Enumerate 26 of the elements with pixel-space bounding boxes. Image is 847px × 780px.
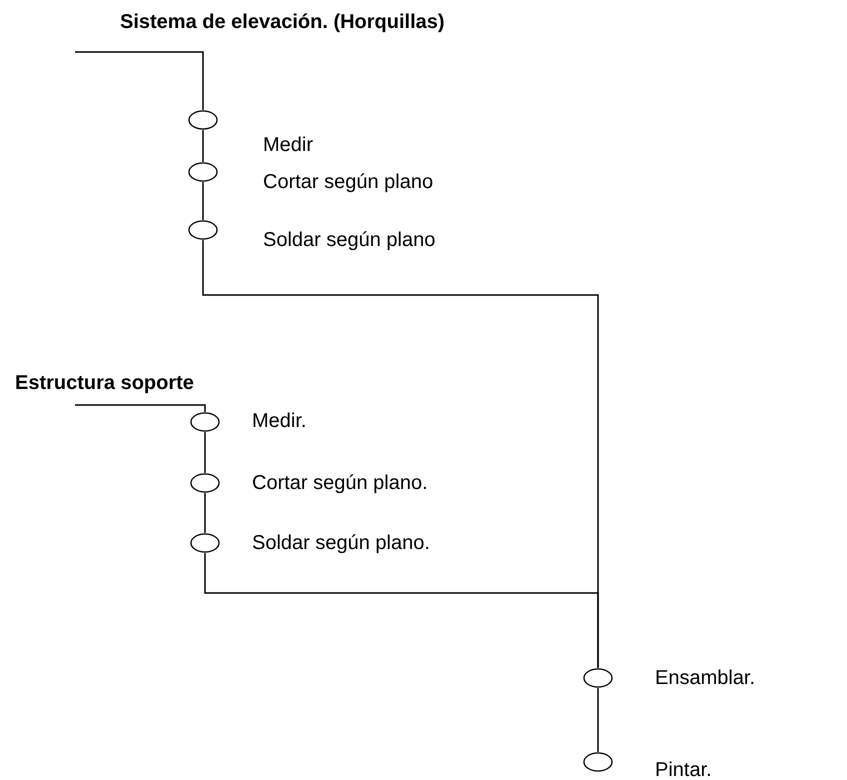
connector-line xyxy=(75,404,206,412)
operation-circle xyxy=(188,110,218,130)
operation-label: Soldar según plano. xyxy=(252,531,430,555)
connector-line xyxy=(204,432,206,473)
connector-line xyxy=(204,493,206,533)
operation-label: Soldar según plano xyxy=(263,228,436,252)
operation-label: Medir xyxy=(263,133,314,157)
connector-line xyxy=(597,688,599,752)
operation-circle xyxy=(190,473,220,493)
operation-circle xyxy=(583,668,613,688)
connector-line xyxy=(202,182,204,220)
operation-circle xyxy=(190,412,220,432)
operation-circle xyxy=(188,162,218,182)
operation-label: Cortar según plano. xyxy=(252,471,428,495)
connector-line xyxy=(75,51,204,110)
group-heading: Sistema de elevación. (Horquillas) xyxy=(120,10,445,34)
connector-line xyxy=(202,130,204,162)
operation-label: Cortar según plano xyxy=(263,170,434,194)
operation-circle xyxy=(190,533,220,553)
operation-label: Pintar. xyxy=(655,758,712,780)
group-heading: Estructura soporte xyxy=(15,371,194,395)
operation-circle xyxy=(583,752,613,772)
operation-circle xyxy=(188,220,218,240)
operation-label: Medir. xyxy=(252,409,306,433)
connector-line xyxy=(204,553,599,668)
operation-label: Ensamblar. xyxy=(655,666,756,690)
